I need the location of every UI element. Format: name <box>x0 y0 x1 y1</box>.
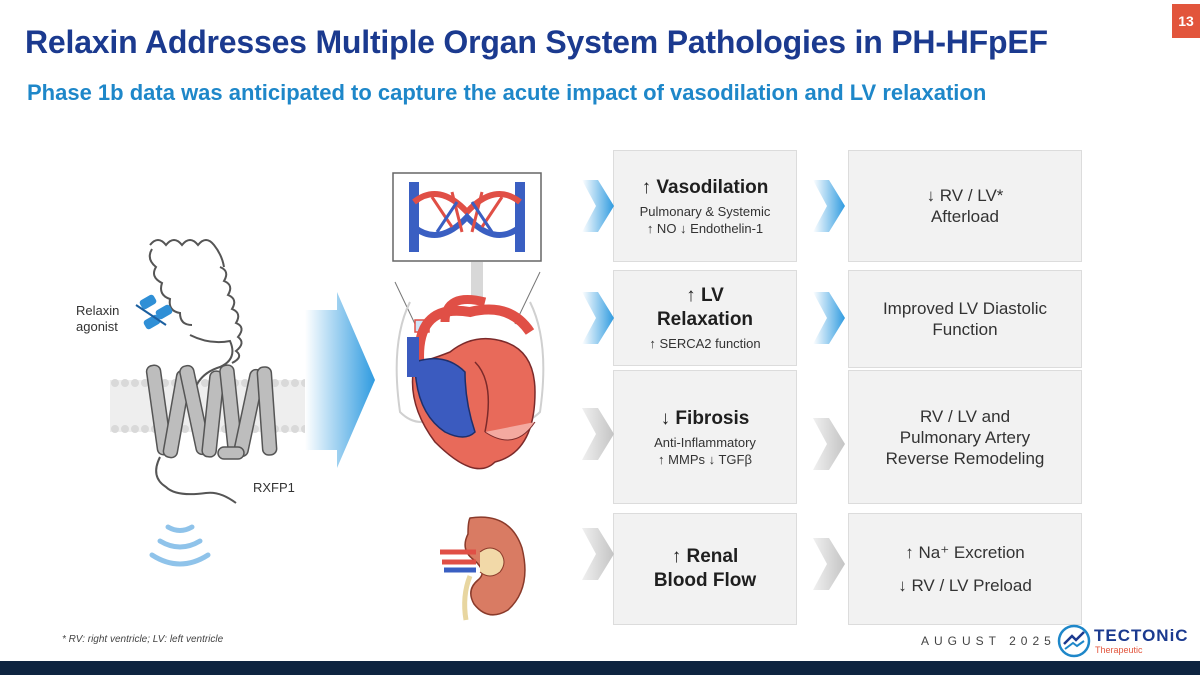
rxfp1-label: RXFP1 <box>253 480 295 495</box>
relaxin-agonist-label: Relaxin agonist <box>76 303 119 335</box>
chevron-right-icon <box>813 292 845 344</box>
outcome-text: ↓ RV / LV* Afterload <box>927 185 1004 227</box>
kidney-illustration <box>440 516 526 621</box>
chevron-right-icon <box>582 292 614 344</box>
logo-tagline: Therapeutic <box>1095 645 1143 655</box>
agonist-label-line: Relaxin <box>76 303 120 318</box>
chevron-right-icon <box>582 408 614 460</box>
outcome-line: Improved LV Diastolic <box>882 299 1048 318</box>
receptor-ectodomain <box>148 239 243 392</box>
heart-and-lungs-illustration <box>394 262 545 470</box>
outcome-line: Pulmonary Artery <box>899 427 1031 447</box>
mechanism-detail-line: Anti-Inflammatory <box>654 434 756 450</box>
mechanism-detail: Anti-Inflammatory ↑ MMPs ↓ TGFβ <box>654 434 756 468</box>
footer-bar <box>0 661 1200 675</box>
outcome-text: Improved LV Diastolic Function <box>883 298 1047 340</box>
outcome-line: Afterload <box>930 207 1000 226</box>
mechanism-box-renal-blood-flow: ↑ Renal Blood Flow <box>613 513 797 625</box>
mechanism-detail: Pulmonary & Systemic ↑ NO ↓ Endothelin-1 <box>640 203 771 237</box>
mechanism-detail-line: ↑ NO ↓ Endothelin-1 <box>646 220 764 236</box>
chevron-right-icon <box>582 180 614 232</box>
transmembrane-helices <box>145 364 278 460</box>
slide-subtitle: Phase 1b data was anticipated to capture… <box>27 80 987 105</box>
mechanism-detail: ↑ SERCA2 function <box>649 336 761 351</box>
presentation-date: AUGUST 2025 <box>921 634 1056 648</box>
mechanism-heading-line: Blood Flow <box>653 570 757 591</box>
chevron-right-icon <box>582 528 614 580</box>
chevron-right-icon <box>813 180 845 232</box>
intracellular-tail <box>155 456 237 504</box>
mechanism-heading: ↑ Vasodilation <box>641 176 769 198</box>
outcome-line: ↑ Na⁺ Excretion <box>905 543 1025 562</box>
outcome-line: Function <box>932 320 998 339</box>
chevron-right-icon <box>813 538 845 590</box>
outcome-line: Reverse Remodeling <box>885 448 1045 468</box>
outcome-line: ↓ RV / LV Preload <box>898 576 1032 595</box>
slide-title: Relaxin Addresses Multiple Organ System … <box>25 24 1048 60</box>
logo-wordmark: TECTONiC <box>1094 626 1189 645</box>
outcome-text: RV / LV and Pulmonary Artery Reverse Rem… <box>886 406 1045 469</box>
mechanism-heading: ↓ Fibrosis <box>660 407 750 429</box>
signal-waves-icon <box>149 524 211 567</box>
outcome-box-diastolic-function: Improved LV Diastolic Function <box>848 270 1082 368</box>
mechanism-heading-line: ↑ Renal <box>671 546 739 567</box>
rxfp1-receptor-illustration <box>110 239 330 567</box>
outcome-box-reverse-remodeling: RV / LV and Pulmonary Artery Reverse Rem… <box>848 370 1082 504</box>
large-right-arrow-icon <box>305 292 375 468</box>
mechanism-heading: ↑ Renal Blood Flow <box>654 545 756 593</box>
chevron-right-icon <box>813 418 845 470</box>
pulmonary-vasculature-inset <box>392 172 542 262</box>
tectonic-logo-icon <box>1057 624 1091 658</box>
mechanism-heading-line: ↑ LV <box>686 285 724 306</box>
page-number-badge: 13 <box>1172 4 1200 38</box>
mechanism-detail-line: ↑ MMPs ↓ TGFβ <box>658 451 752 467</box>
agonist-label-line: agonist <box>76 319 118 334</box>
outcome-box-afterload: ↓ RV / LV* Afterload <box>848 150 1082 262</box>
outcome-box-renal: ↑ Na⁺ Excretion ↓ RV / LV Preload <box>848 513 1082 625</box>
mechanism-box-lv-relaxation: ↑ LV Relaxation ↑ SERCA2 function <box>613 270 797 366</box>
mechanism-heading-line: Relaxation <box>656 309 754 330</box>
mechanism-heading: ↑ LV Relaxation <box>657 284 753 332</box>
mechanism-box-vasodilation: ↑ Vasodilation Pulmonary & Systemic ↑ NO… <box>613 150 797 262</box>
mechanism-detail-line: Pulmonary & Systemic <box>639 203 771 219</box>
outcome-line: RV / LV and <box>919 406 1011 426</box>
footnote: * RV: right ventricle; LV: left ventricl… <box>62 634 224 645</box>
mechanism-box-fibrosis: ↓ Fibrosis Anti-Inflammatory ↑ MMPs ↓ TG… <box>613 370 797 504</box>
outcome-line: ↓ RV / LV* <box>926 186 1004 205</box>
relaxin-agonist-molecule <box>135 294 173 330</box>
